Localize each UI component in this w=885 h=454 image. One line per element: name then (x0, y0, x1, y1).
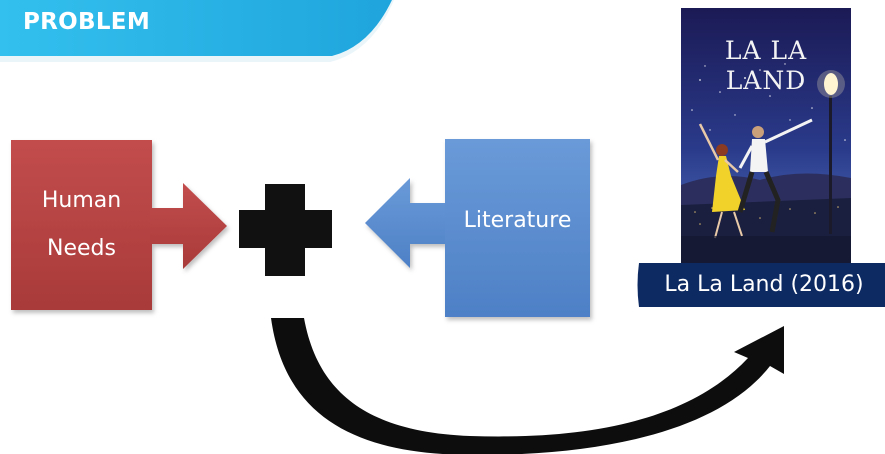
page-title: PROBLEM (23, 9, 151, 35)
plus-icon (239, 184, 332, 276)
human-needs-line2: Needs (47, 236, 116, 261)
caption-bar (637, 263, 885, 307)
poster-image (681, 8, 851, 263)
poster-caption: La La Land (2016) (664, 272, 864, 297)
poster-title: LA LA LAND (724, 36, 808, 95)
right-arrow-icon (150, 183, 227, 269)
human-needs-line1: Human (41, 188, 122, 213)
left-arrow-icon (365, 178, 446, 268)
curved-arrow-icon (271, 318, 784, 454)
literature-label: Literature (463, 208, 572, 233)
human-needs-label: Human Needs (11, 186, 152, 264)
literature-block (365, 139, 590, 317)
header-banner (0, 0, 392, 56)
human-needs-block (11, 140, 227, 310)
